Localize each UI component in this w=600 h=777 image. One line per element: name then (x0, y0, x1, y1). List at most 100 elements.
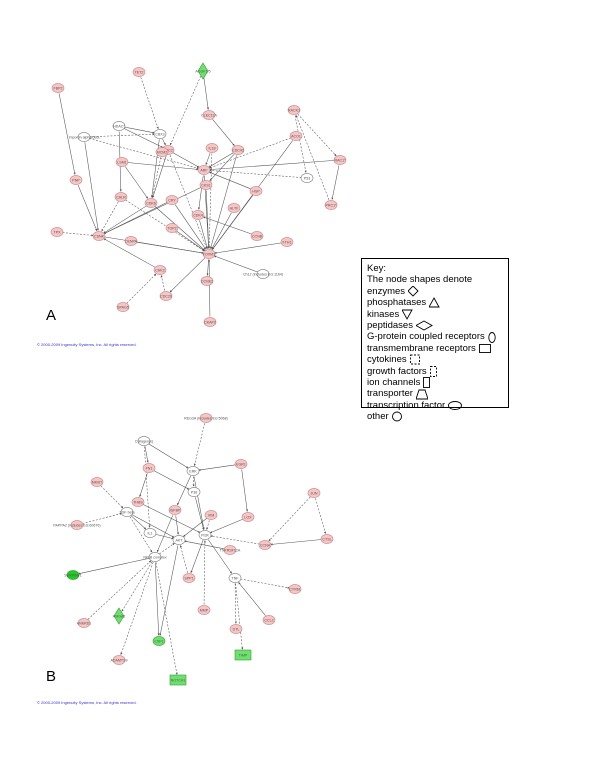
network-edge (183, 518, 207, 537)
node-label: CHK2 (155, 268, 165, 272)
key-item-label: transcription factor (367, 399, 446, 411)
network-edge (154, 562, 160, 636)
network-node (307, 488, 321, 498)
key-item-label: ion channels (367, 377, 421, 389)
network-node (148, 552, 162, 562)
network-node (131, 497, 145, 507)
network-edge (78, 557, 150, 575)
node-label: PAPPA2 (includes EG:60676) (53, 523, 100, 527)
network-edge (214, 242, 282, 254)
network-node (144, 198, 158, 208)
node-label: P53 (304, 176, 310, 180)
network-node (199, 180, 213, 190)
node-label: CCL2 (264, 618, 273, 622)
network-edge (195, 497, 205, 530)
network-edge (207, 539, 233, 574)
node-label: CLEC11A (201, 113, 217, 117)
network-edge (84, 142, 99, 231)
network-node (250, 231, 264, 241)
node-label: DTL (233, 627, 240, 631)
diamond-icon (408, 286, 419, 297)
copyright-a: © 2000-2009 Ingenuity Systems, Inc. All … (37, 342, 137, 347)
network-edge (169, 75, 202, 146)
key-subtitle: The node shapes denote (367, 274, 473, 286)
network-node (234, 649, 252, 661)
node-label: AGGF1/5 (195, 69, 210, 73)
network-node (191, 210, 205, 220)
network-edge (209, 169, 302, 178)
network-edge (210, 535, 260, 545)
network-node (186, 466, 200, 476)
node-label: LSM1 (117, 160, 126, 164)
network-edge (209, 160, 335, 171)
network-edge (209, 155, 237, 249)
network-node (199, 413, 213, 423)
network-edge (129, 516, 153, 553)
network-edge (169, 155, 208, 250)
network-edge (62, 232, 94, 237)
network-node (77, 132, 91, 142)
panel-label-a: A (46, 307, 57, 324)
network-edge (209, 153, 235, 182)
network-edge (199, 220, 209, 249)
network-node (77, 618, 91, 628)
network-edge (193, 423, 205, 466)
network-edge (89, 138, 199, 170)
network-node (182, 573, 196, 583)
network-node (288, 584, 302, 594)
node-label: PRC1* (326, 203, 338, 207)
network-edge (130, 515, 147, 530)
network-node (159, 291, 173, 301)
node-label: CDC42 (232, 148, 244, 152)
network-node (200, 276, 214, 286)
network-edge (208, 153, 213, 249)
network-edge (205, 190, 210, 249)
network-node (198, 530, 212, 540)
network-node (333, 155, 347, 165)
network-edge (208, 171, 252, 190)
key-item-rectangle: transmembrane receptors (367, 343, 503, 354)
network-edge (120, 562, 154, 655)
network-node (50, 227, 64, 237)
key-item-ellipse: transcription factor (367, 400, 503, 411)
node-label: CKAP2 (204, 320, 216, 324)
network-edge (148, 443, 189, 469)
node-label: SPAG5 (117, 305, 129, 309)
node-label: JUN (311, 491, 318, 495)
network-edge (209, 518, 244, 534)
network-node (249, 186, 263, 196)
ellipse-icon (448, 401, 463, 411)
network-node (172, 535, 186, 545)
node-label: Ch12 (includes EG:1164) (243, 272, 283, 276)
node-label: CSF1 (154, 639, 163, 643)
network-edge (100, 485, 124, 509)
network-node (137, 436, 151, 446)
network-edge (154, 206, 206, 251)
wide-diamond-icon (415, 320, 433, 331)
node-label: LOX (244, 515, 252, 519)
key-item-label: transmembrane receptors (367, 342, 476, 354)
network-node (92, 231, 106, 241)
network-edge (193, 476, 205, 530)
node-label: MMP (200, 608, 209, 612)
network-edge (315, 498, 327, 534)
network-edge (241, 469, 249, 512)
node-label: FOXM1 (203, 252, 215, 256)
network-node (300, 173, 314, 183)
node-label: MKI67 (92, 480, 102, 484)
node-label: ACO1 (291, 134, 301, 138)
network-node (165, 195, 179, 205)
network-edge (331, 165, 340, 200)
network-node (124, 236, 138, 246)
node-label: TIMP (239, 653, 248, 657)
node-label: VIM (208, 513, 214, 517)
key-item-dashed-square: cytokines (367, 354, 503, 365)
network-edge (208, 152, 234, 168)
key-item-label: phosphatases (367, 297, 427, 309)
node-label: EGR1 (236, 462, 246, 466)
network-node (197, 605, 211, 615)
network-edge (213, 255, 258, 273)
key-item-dashed-rectangle: growth factors (367, 366, 503, 377)
network-edge (203, 540, 206, 605)
network-edge (179, 545, 188, 573)
